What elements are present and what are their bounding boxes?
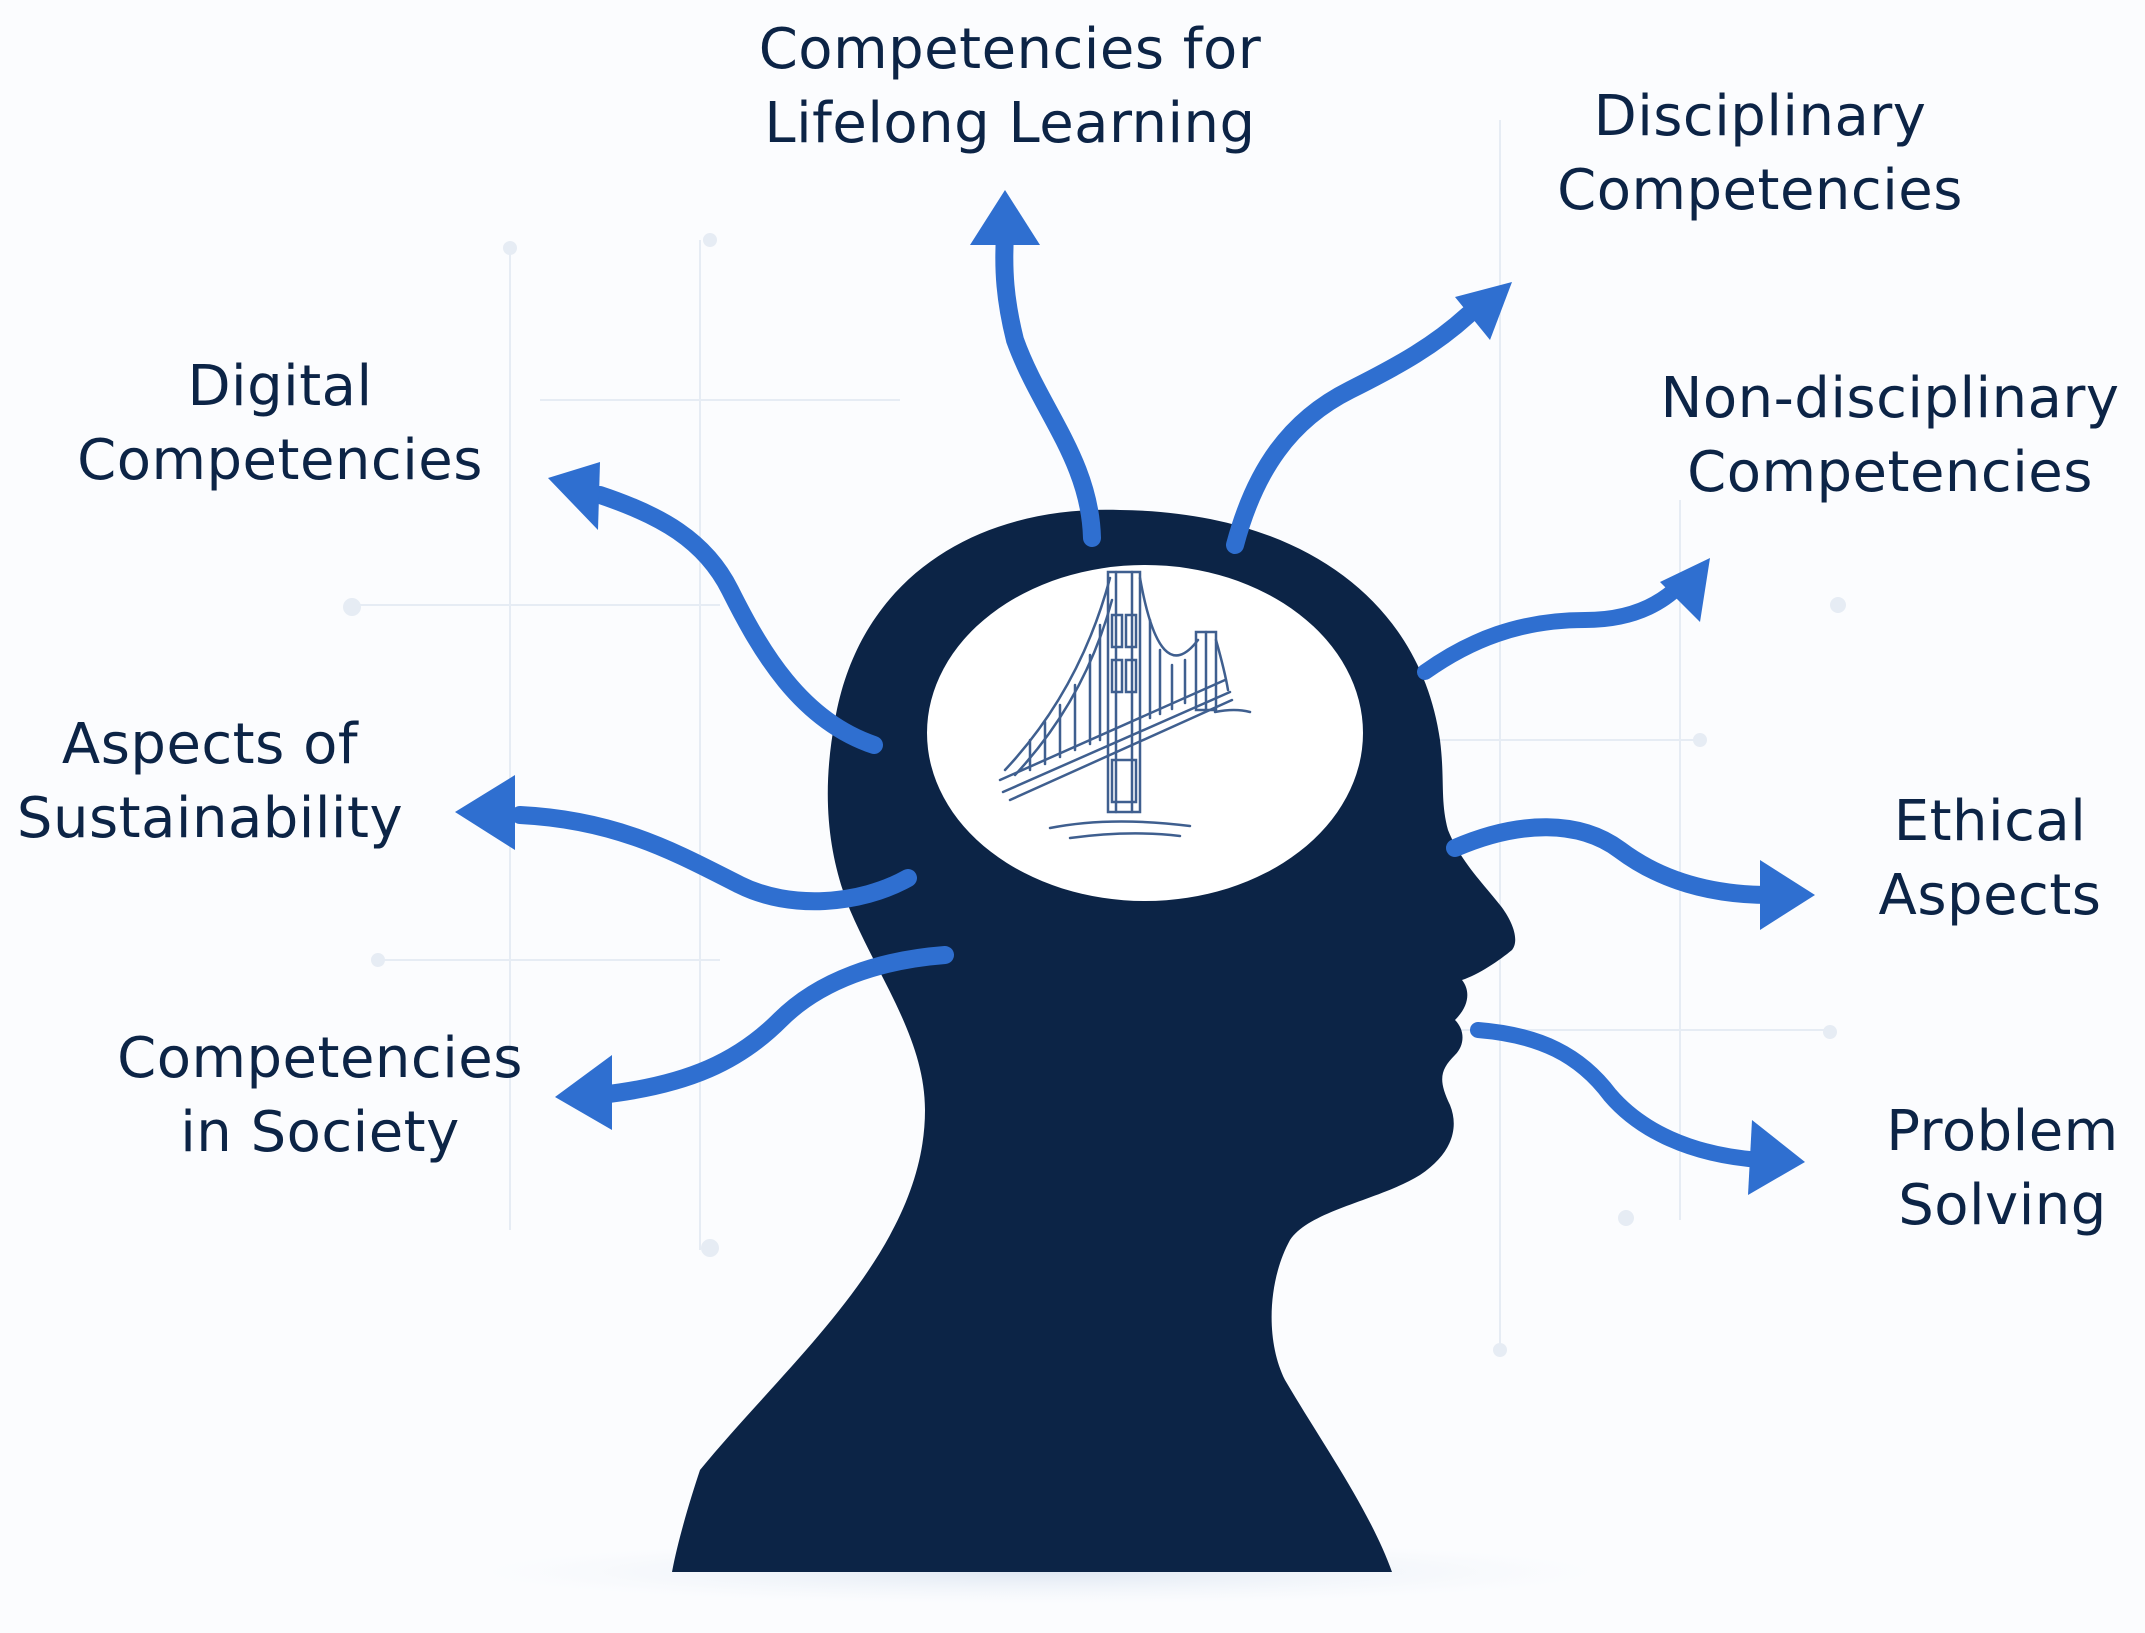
label-problem-line1: Problem [1886, 1099, 2119, 1164]
label-non-disciplinary-competencies: Non-disciplinary Competencies [1640, 362, 2140, 510]
label-non-disciplinary-line2: Competencies [1687, 440, 2093, 505]
arrows [511, 226, 1779, 1168]
background-grid [343, 120, 1846, 1357]
label-ethical-line2: Aspects [1878, 863, 2102, 928]
label-disciplinary-line2: Competencies [1557, 158, 1963, 223]
label-disciplinary-competencies: Disciplinary Competencies [1520, 80, 2000, 228]
label-digital-line1: Digital [187, 354, 373, 419]
label-society-line1: Competencies [117, 1026, 523, 1091]
label-lifelong-line2: Lifelong Learning [764, 91, 1256, 156]
label-problem-solving: Problem Solving [1860, 1095, 2145, 1243]
label-non-disciplinary-line1: Non-disciplinary [1660, 366, 2120, 431]
label-society-line2: in Society [180, 1100, 460, 1165]
arrowheads [455, 190, 1815, 1195]
label-ethical-line1: Ethical [1893, 789, 2087, 854]
label-digital-competencies: Digital Competencies [55, 350, 505, 498]
arrow-non-disciplinary [1417, 577, 1688, 680]
label-sustainability-line1: Aspects of [61, 712, 359, 777]
label-ethical-aspects: Ethical Aspects [1840, 785, 2140, 933]
label-problem-line2: Solving [1898, 1173, 2107, 1238]
label-sustainability-line2: Sustainability [16, 786, 404, 851]
suspension-bridge-sketch-icon [998, 570, 1252, 840]
arrow-lifelong [995, 226, 1101, 547]
label-competencies-in-society: Competencies in Society [100, 1022, 540, 1170]
arrow-society [591, 946, 954, 1104]
label-lifelong-line1: Competencies for [758, 17, 1262, 82]
arrow-disciplinary [1226, 306, 1477, 554]
label-lifelong-learning: Competencies for Lifelong Learning [710, 13, 1310, 161]
arrow-sustainability [511, 806, 917, 911]
mind-window [927, 565, 1363, 901]
label-disciplinary-line1: Disciplinary [1593, 84, 1927, 149]
label-digital-line2: Competencies [77, 428, 483, 493]
arrow-problem [1470, 1022, 1768, 1168]
arrow-ethical [1446, 818, 1779, 904]
label-aspects-of-sustainability: Aspects of Sustainability [0, 708, 420, 856]
arrow-digital [591, 486, 883, 754]
